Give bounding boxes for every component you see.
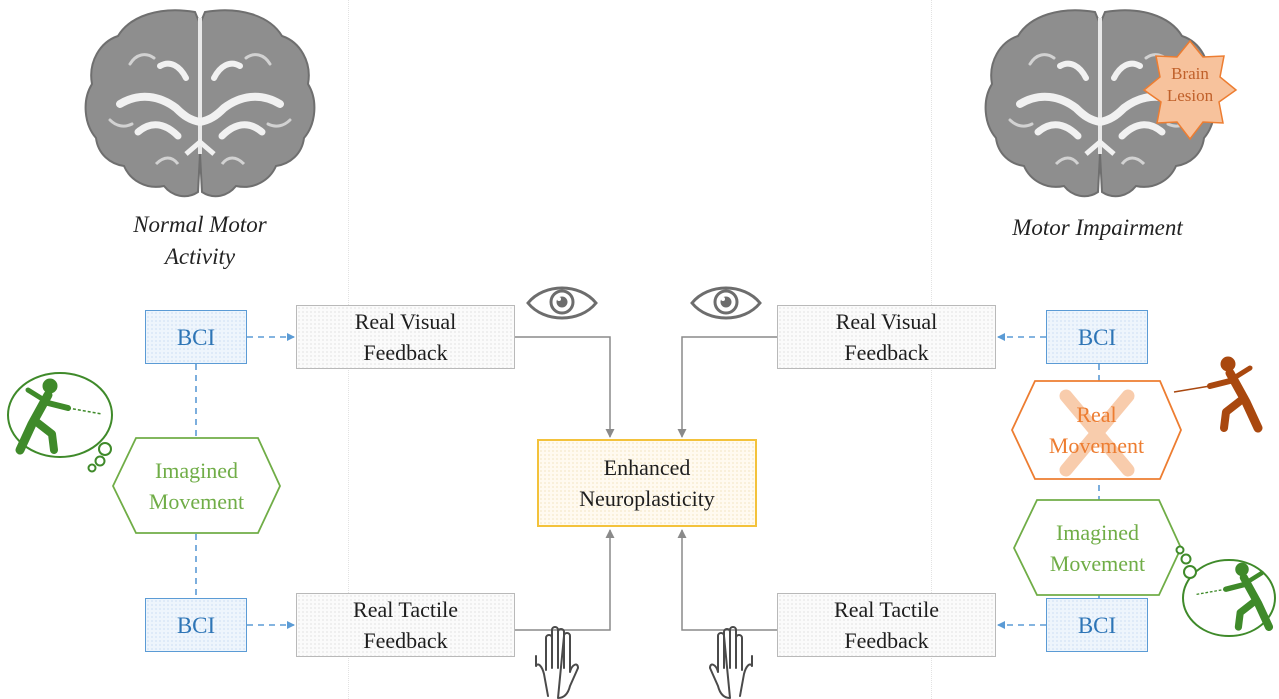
bci-box-left-bottom: BCI: [145, 598, 247, 652]
brain-icon-normal: [86, 10, 315, 196]
bci-box-right-top: BCI: [1046, 310, 1148, 364]
bci-label: BCI: [1077, 324, 1117, 350]
fencer-icon-imagined-left: [20, 379, 103, 450]
tactile-feedback-box-left: Real Tactile Feedback: [296, 593, 515, 657]
hex-line: Movement: [1048, 433, 1145, 458]
eye-icon-left: [526, 286, 598, 320]
feedback-line: Real Tactile: [834, 597, 939, 622]
hand-icon-left: [535, 626, 579, 699]
fencer-icon-imagined-right: [1195, 563, 1269, 627]
lesion-line: Lesion: [1166, 86, 1214, 105]
real-movement-label: Real Movement: [1012, 399, 1181, 461]
caption-normal-motor-activity: Normal Motor Activity: [95, 209, 305, 273]
hex-line: Imagined: [1055, 520, 1140, 545]
enhanced-line: Neuroplasticity: [579, 486, 715, 511]
visual-feedback-box-right: Real Visual Feedback: [777, 305, 996, 369]
cross-icon: [1059, 389, 1135, 477]
enhanced-line: Enhanced: [603, 455, 691, 480]
tactile-feedback-box-right: Real Tactile Feedback: [777, 593, 996, 657]
lesion-line: Brain: [1171, 64, 1209, 83]
lesion-label: Brain Lesion: [1150, 63, 1230, 107]
feedback-line: Real Visual: [835, 309, 938, 334]
bci-label: BCI: [176, 612, 216, 638]
feedback-line: Feedback: [844, 340, 929, 365]
hex-line: Movement: [148, 489, 245, 514]
feedback-line: Real Visual: [354, 309, 457, 334]
caption-line: Normal Motor: [133, 212, 267, 237]
visual-feedback-box-left: Real Visual Feedback: [296, 305, 515, 369]
bci-label: BCI: [176, 324, 216, 350]
bci-label: BCI: [1077, 612, 1117, 638]
thought-bubble-icon-left: [7, 372, 113, 473]
imagined-movement-hex-right: [1013, 499, 1182, 596]
eye-icon-right: [690, 286, 762, 320]
feedback-line: Feedback: [363, 628, 448, 653]
bci-box-left-top: BCI: [145, 310, 247, 364]
imagined-movement-label-left: Imagined Movement: [113, 455, 280, 517]
feedback-line: Feedback: [844, 628, 929, 653]
fencer-icon-real: [1173, 357, 1258, 428]
hand-icon-right: [709, 626, 753, 699]
enhanced-neuroplasticity-box: Enhanced Neuroplasticity: [537, 439, 757, 527]
feedback-line: Real Tactile: [353, 597, 458, 622]
feedback-line: Feedback: [363, 340, 448, 365]
imagined-movement-label-right: Imagined Movement: [1014, 517, 1181, 579]
bci-box-right-bottom: BCI: [1046, 598, 1148, 652]
caption-motor-impairment: Motor Impairment: [1012, 215, 1183, 240]
hex-line: Real: [1076, 402, 1117, 427]
lesion-star-icon: [1142, 39, 1238, 141]
caption-line: Activity: [164, 244, 236, 269]
hex-line: Imagined: [154, 458, 239, 483]
hex-line: Movement: [1049, 551, 1146, 576]
imagined-movement-hex-left: [112, 437, 281, 534]
